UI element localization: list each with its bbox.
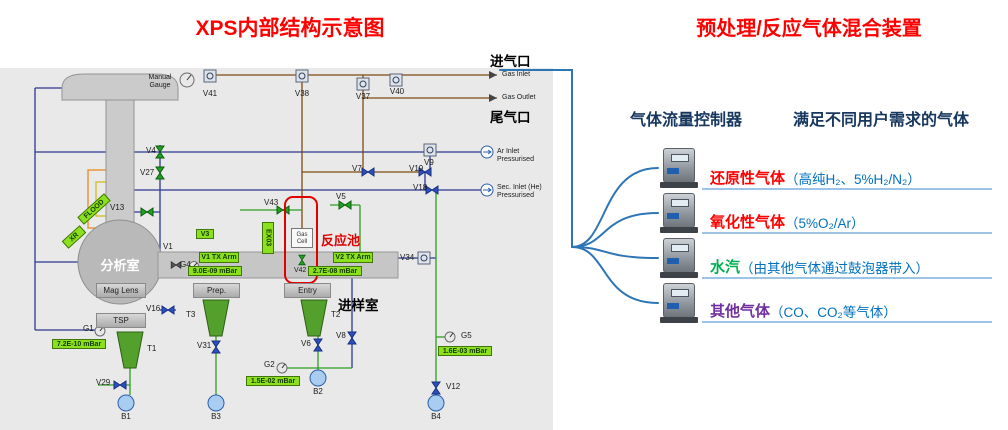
label-v42: V42 [294,267,307,274]
gas-cell-box: Gas Cell [291,228,313,248]
sec-inlet-label: Sec. Inlet (He) Pressurised [497,184,542,199]
page-title-left: XPS内部结构示意图 [195,17,385,40]
label-v31: V31 [197,341,212,350]
label-v18: V18 [413,183,428,192]
label-v5: V5 [336,192,346,201]
gas-row-other: 其他气体 （CO、CO₂等气体） [702,299,992,323]
label-v12: V12 [446,382,461,391]
gas-detail: （由其他气体通过鼓泡器带入） [740,261,930,276]
label-b2: B2 [313,387,323,396]
gas-detail: （5%O₂/Ar） [785,216,865,231]
label-b4: B4 [431,412,441,421]
readout-g4: 9.0E-09 mBar [188,266,242,276]
label-v8: V8 [336,331,346,340]
gas-label: 其他气体 [710,303,771,320]
tx-arm-2-label: V2 TX Arm [333,252,373,263]
readout-g5: 1.6E-03 mBar [438,346,492,356]
label-v3: V3 [196,229,214,239]
entry-chamber-box: Entry [284,283,331,298]
gas-outlet-label: Gas Outlet [502,94,536,101]
label-v38: V38 [294,89,310,98]
gas-label: 氧化性气体 [710,214,786,231]
label-v6: V6 [301,339,311,348]
gas-inlet-port-cn: 进气口 [490,54,531,69]
label-v9: V9 [424,158,434,167]
label-v19: V19 [409,164,424,173]
analysis-chamber-label: 分析室 [100,258,140,273]
header-gases: 满足不同用户需求的气体 [793,112,970,129]
gas-row-water-vapor: 水汽 （由其他气体通过鼓泡器带入） [702,255,992,279]
ar-inlet-label: Ar Inlet Pressurised [497,148,534,163]
gas-detail: （高纯H₂、5%H₂/N₂） [785,172,921,187]
label-t2: T2 [331,310,341,319]
gas-row-oxidizing: 氧化性气体 （5%O₂/Ar） [702,210,992,234]
label-v34: V34 [400,253,415,262]
label-v7: V7 [352,164,362,173]
label-b3: B3 [211,412,221,421]
gas-label: 还原性气体 [710,170,786,187]
label-g5: G5 [461,331,472,340]
label-v16: V16 [146,304,161,313]
mass-flow-controller-icon [660,148,698,188]
reaction-cell-label: 反应池 [321,233,361,248]
label-g2: G2 [264,360,275,369]
label-v40: V40 [389,87,405,96]
sample-chamber-label: 进样室 [338,298,379,313]
mag-lens-box: Mag Lens [96,283,146,298]
label-v27: V27 [140,168,155,177]
manual-gauge-label: Manual Gauge [148,74,172,89]
label-v43: V43 [264,198,279,207]
label-b1: B1 [121,412,131,421]
gas-inlet-label: Gas Inlet [502,71,531,78]
mass-flow-controller-icon [660,283,698,323]
label-t1: T1 [147,344,157,353]
prep-chamber-box: Prep. [193,283,240,298]
mass-flow-controller-icon [660,238,698,278]
label-v1: V1 [163,242,173,251]
exhaust-port-cn: 尾气口 [490,110,531,125]
ex03-label: EX03 [262,222,274,254]
label-v13: V13 [110,203,125,212]
header-flow-controller: 气体流量控制器 [630,112,743,129]
label-v4: V4 [146,146,156,155]
readout-g1: 7.2E-10 mBar [52,339,106,349]
label-v37: V37 [355,92,371,101]
label-v41: V41 [202,89,218,98]
label-g1: G1 [83,324,94,333]
gas-detail: （CO、CO₂等气体） [770,305,897,320]
tx-arm-1-label: V1 TX Arm [199,252,239,263]
label-v29: V29 [96,378,111,387]
label-t3: T3 [186,310,196,319]
gas-label: 水汽 [710,259,741,276]
label-g4: G4 [180,260,191,269]
page-title-right: 预处理/反应气体混合装置 [696,18,922,40]
mass-flow-controller-icon [660,193,698,233]
gas-row-reducing: 还原性气体 （高纯H₂、5%H₂/N₂） [702,166,992,190]
readout-g3: 2.7E-08 mBar [308,266,362,276]
tsp-box: TSP [96,313,146,328]
readout-g2: 1.5E-02 mBar [246,376,300,386]
